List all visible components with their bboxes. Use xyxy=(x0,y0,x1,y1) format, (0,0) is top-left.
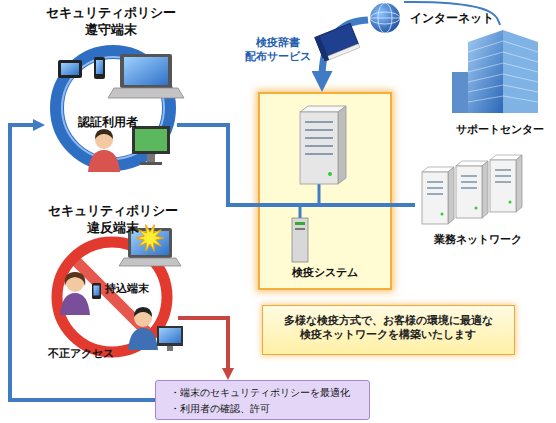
monitor-stand xyxy=(167,346,173,351)
node-label: ・端末のセキュリティポリシーを最適化 xyxy=(170,386,350,399)
server-slots xyxy=(495,170,511,182)
server-front xyxy=(490,160,516,212)
server-lamp xyxy=(475,207,478,210)
user-head xyxy=(95,131,113,149)
business-server-icon xyxy=(490,155,522,212)
node-label: セキュリティポリシー 違反端末 xyxy=(38,203,188,237)
globe-meridian xyxy=(378,3,392,33)
globe-sphere xyxy=(370,3,400,33)
globe-parallel xyxy=(370,12,400,24)
prohibition-slash xyxy=(73,258,151,336)
book-pages xyxy=(323,44,360,62)
message-box: 多様な検疫方式で、お客様の環境に最適な 検疫ネットワークを構築いたします xyxy=(262,305,515,355)
user-hair xyxy=(95,129,113,139)
server-side xyxy=(516,155,522,212)
node-label: サポートセンター xyxy=(456,123,544,137)
server-top xyxy=(490,155,522,160)
quarantine-system-box: 検疫システム xyxy=(258,92,392,290)
node-label: 認証利用者 xyxy=(78,115,138,131)
violation-terminal-ban: セキュリティポリシー 違反端末持込端末不正アクセス xyxy=(48,203,178,365)
server-top xyxy=(422,167,454,172)
server-side xyxy=(448,167,454,224)
server-slots xyxy=(427,182,443,194)
server-top xyxy=(456,161,488,166)
compliant-terminal-ring: セキュリティポリシー 遵守端末認証利用者 xyxy=(45,5,177,173)
building-floors xyxy=(468,41,538,102)
ring-band xyxy=(57,52,169,164)
business-server-icon xyxy=(456,161,488,218)
connector-line xyxy=(392,203,415,207)
server-slots xyxy=(461,176,477,188)
book-spine xyxy=(315,36,329,62)
book-icon xyxy=(315,23,360,61)
connector-line xyxy=(178,318,228,372)
globe-equator xyxy=(370,18,400,19)
building-front xyxy=(468,30,503,113)
node-label: 持込端末 xyxy=(105,282,149,296)
connector-line xyxy=(322,20,368,78)
node-label: インターネット xyxy=(410,11,494,27)
globe-icon xyxy=(370,3,400,33)
server-front xyxy=(422,172,448,224)
quarantine-dictionary-service: 検疫辞書 配布サービス xyxy=(240,36,316,74)
business-network-servers: 業務ネットワーク xyxy=(415,155,540,250)
node-label: 検疫システム xyxy=(260,266,390,280)
node-label: 多様な検疫方式で、お客様の環境に最適な 検疫ネットワークを構築いたします xyxy=(268,314,508,343)
node-label: ・利用者の確認、許可 xyxy=(170,402,270,415)
node-label: 業務ネットワーク xyxy=(415,233,540,247)
building-icon xyxy=(452,30,538,113)
prohibition-circle xyxy=(57,242,167,352)
node-label: 不正アクセス xyxy=(48,347,114,361)
building-side xyxy=(503,30,538,113)
phone-screen xyxy=(96,60,103,74)
action-box: ・端末のセキュリティポリシーを最適化・利用者の確認、許可 xyxy=(155,380,370,420)
ring-highlight xyxy=(62,57,164,159)
server-lamp xyxy=(509,201,512,204)
node-label: 検疫辞書 配布サービス xyxy=(240,36,316,65)
connector-line xyxy=(177,125,258,205)
book-cover xyxy=(315,23,358,58)
business-server-icon xyxy=(422,167,454,224)
server-front xyxy=(456,166,482,218)
server-lamp xyxy=(441,213,444,216)
node-label: セキュリティポリシー 遵守端末 xyxy=(36,5,186,39)
support-center-building: サポートセンター xyxy=(450,25,550,140)
server-side xyxy=(482,161,488,218)
building-wing xyxy=(452,72,470,113)
